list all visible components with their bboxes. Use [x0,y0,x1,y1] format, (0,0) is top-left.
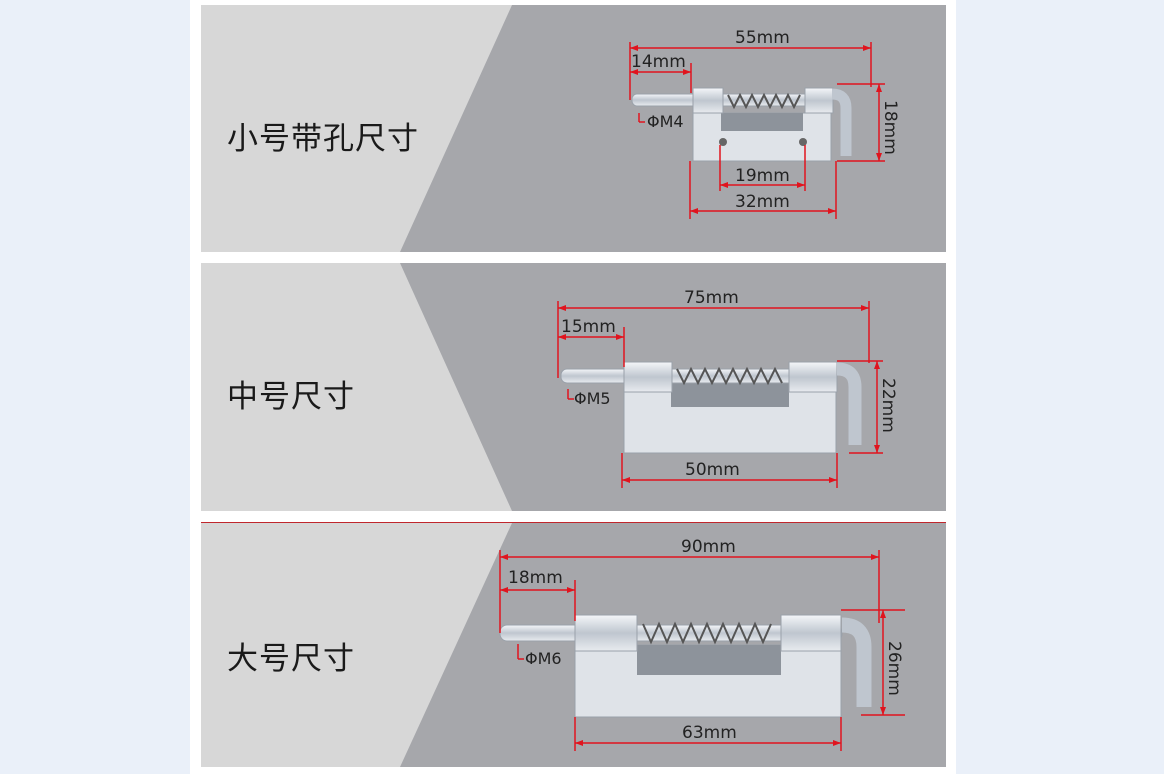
base-slot [637,645,781,675]
pin-sleeve-left [692,87,724,114]
size-label-medium: 中号尺寸 [227,379,355,415]
pin-diameter-label: ΦM6 [525,649,562,668]
mount-hole-right [799,138,807,146]
panel-small: 55mm 14mm ΦM4 18mm 19mm 32mm 小号带孔尺寸 [201,5,946,252]
spring [676,366,783,386]
dimension-lines [499,550,905,751]
height-label: 22mm [878,378,898,433]
pin-diameter-label: ΦM5 [574,389,611,408]
dimension-lines [557,301,883,488]
dimension-arrows [630,45,882,214]
pin-handle [831,88,852,156]
spring [642,621,772,645]
size-label-large: 大号尺寸 [227,641,355,677]
base-length-label: 32mm [735,192,790,212]
pin-diameter-label: ΦM4 [647,112,684,131]
pin-sleeve-right [780,614,842,652]
base-length-label: 63mm [682,723,737,743]
size-label-small: 小号带孔尺寸 [227,121,419,157]
pin-sleeve-left [574,614,638,652]
panel-small-drawing: 55mm 14mm ΦM4 18mm 19mm 32mm [400,5,946,252]
base-slot [721,113,803,131]
panel-large-drawing: 90mm 18mm ΦM6 26mm 63mm [400,523,946,767]
pin-handle [841,617,872,707]
dimension-arrows [500,554,886,746]
base-length-label: 50mm [685,460,740,480]
mount-hole-left [719,138,727,146]
spring [727,92,801,110]
product-dimension-sheet: 55mm 14mm ΦM4 18mm 19mm 32mm 小号带孔尺寸 [190,0,956,774]
dimension-arrows [558,305,880,483]
overall-length-label: 90mm [681,537,736,557]
height-label: 18mm [880,100,900,155]
pin-sleeve-right [804,87,834,114]
pin-length-label: 18mm [508,568,563,588]
pin-sleeve-left [623,361,673,393]
hole-spacing-label: 19mm [735,166,790,186]
dimension-lines [629,42,885,219]
pin-length-label: 14mm [631,52,686,72]
pin-length-label: 15mm [561,317,616,337]
pin-handle [836,362,862,445]
pin-sleeve-right [788,361,838,393]
height-label: 26mm [884,641,904,696]
overall-length-label: 75mm [684,288,739,308]
overall-length-label: 55mm [735,28,790,48]
background-shape [400,5,946,252]
base-slot [671,381,789,407]
base-plate [692,112,832,162]
panel-large: 90mm 18mm ΦM6 26mm 63mm 大号尺寸 [201,522,946,767]
panel-medium-drawing: 75mm 15mm ΦM5 22mm 50mm [400,263,946,511]
panel-medium: 75mm 15mm ΦM5 22mm 50mm 中号尺寸 [201,263,946,511]
